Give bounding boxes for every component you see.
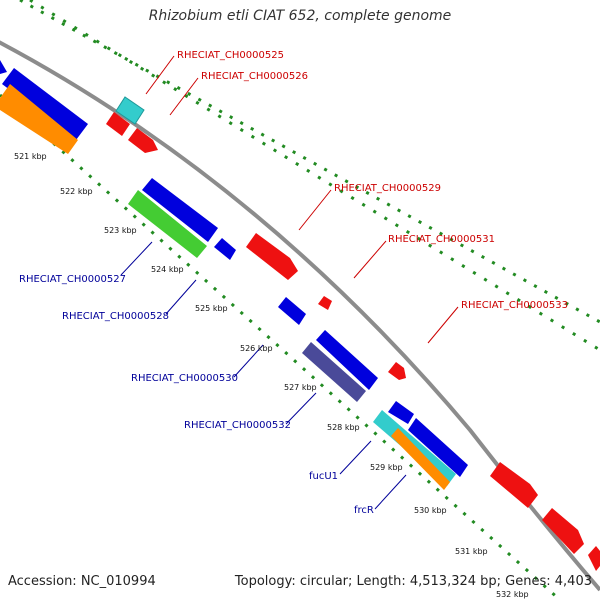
tick-label: 532 kbp xyxy=(496,590,529,599)
reverse-features xyxy=(0,60,468,490)
gene-left-blue[interactable] xyxy=(2,68,88,140)
tick-label: 528 kbp xyxy=(327,423,360,432)
tick-labels: 521 kbp 522 kbp 523 kbp 524 kbp 525 kbp … xyxy=(14,152,529,599)
ruler-dotted-lower xyxy=(0,93,562,602)
gene-left-blue-top[interactable] xyxy=(0,60,7,74)
leader-rheciat-ch0000532 xyxy=(285,392,317,425)
ruler-dotted-upper xyxy=(19,0,600,324)
label-rheciat-ch0000529[interactable]: RHECIAT_CH0000529 xyxy=(334,183,441,194)
forward-features xyxy=(106,96,600,571)
tick-label: 526 kbp xyxy=(240,344,273,353)
leader-rheciat-ch0000527 xyxy=(120,241,153,276)
label-frcr[interactable]: frcR xyxy=(354,505,374,516)
map-title: Rhizobium etli CIAT 652, complete genome xyxy=(148,8,452,24)
gene-rheciat-ch0000530[interactable] xyxy=(316,330,378,390)
tick-label: 527 kbp xyxy=(284,383,317,392)
tick-label: 521 kbp xyxy=(14,152,47,161)
gene-right-1[interactable] xyxy=(490,462,538,508)
gene-rheciat-ch0000529[interactable] xyxy=(246,233,298,280)
genome-summary: Topology: circular; Length: 4,513,324 bp… xyxy=(234,574,592,589)
gene-fucu1-b[interactable] xyxy=(408,418,468,477)
label-rheciat-ch0000525[interactable]: RHECIAT_CH0000525 xyxy=(177,50,284,61)
label-rheciat-ch0000527[interactable]: RHECIAT_CH0000527 xyxy=(19,274,126,285)
tick-label: 525 kbp xyxy=(195,304,228,313)
leader-rheciat-ch0000526 xyxy=(169,77,199,116)
gene-rheciat-ch0000530-a[interactable] xyxy=(278,297,306,325)
reverse-gene-labels: RHECIAT_CH0000527 RHECIAT_CH0000528 RHEC… xyxy=(19,274,374,516)
label-rheciat-ch0000526[interactable]: RHECIAT_CH0000526 xyxy=(201,71,308,82)
leader-frcr xyxy=(374,474,407,510)
gene-right-3[interactable] xyxy=(588,546,600,571)
gene-right-2[interactable] xyxy=(542,508,584,554)
gene-rheciat-ch0000531[interactable] xyxy=(318,296,332,310)
gene-rheciat-ch0000533[interactable] xyxy=(388,362,406,380)
leader-rheciat-ch0000528 xyxy=(165,279,197,315)
gene-fucu1-a[interactable] xyxy=(388,401,414,424)
accession-label: Accession: NC_010994 xyxy=(8,574,156,589)
label-rheciat-ch0000532[interactable]: RHECIAT_CH0000532 xyxy=(184,420,291,431)
leader-rheciat-ch0000529 xyxy=(298,189,332,231)
leader-rheciat-ch0000525 xyxy=(145,55,175,95)
tick-label: 529 kbp xyxy=(370,463,403,472)
label-rheciat-ch0000530[interactable]: RHECIAT_CH0000530 xyxy=(131,373,238,384)
gene-rheciat-ch0000526-a[interactable] xyxy=(106,112,130,136)
label-rheciat-ch0000531[interactable]: RHECIAT_CH0000531 xyxy=(388,234,495,245)
gene-frcr[interactable] xyxy=(391,428,450,490)
label-fucu1[interactable]: fucU1 xyxy=(309,471,338,482)
tick-label: 522 kbp xyxy=(60,187,93,196)
label-rheciat-ch0000533[interactable]: RHECIAT_CH0000533 xyxy=(461,300,568,311)
leader-fucu1 xyxy=(339,440,372,475)
gene-rheciat-ch0000532[interactable] xyxy=(302,342,366,402)
tick-label: 530 kbp xyxy=(414,506,447,515)
gene-rheciat-ch0000526[interactable] xyxy=(128,128,158,153)
tick-label: 531 kbp xyxy=(455,547,488,556)
label-rheciat-ch0000528[interactable]: RHECIAT_CH0000528 xyxy=(62,311,169,322)
forward-gene-labels: RHECIAT_CH0000525 RHECIAT_CH0000526 RHEC… xyxy=(177,50,568,311)
leader-rheciat-ch0000533 xyxy=(427,306,459,344)
label-leaders xyxy=(120,55,459,510)
gene-rheciat-ch0000528-b[interactable] xyxy=(214,238,236,260)
gene-rheciat-ch0000525[interactable] xyxy=(115,96,145,125)
tick-label: 524 kbp xyxy=(151,265,184,274)
leader-rheciat-ch0000530 xyxy=(233,344,264,378)
gene-rheciat-ch0000528[interactable] xyxy=(128,190,207,258)
gene-rheciat-ch0000527[interactable] xyxy=(142,178,218,242)
leader-rheciat-ch0000531 xyxy=(353,240,387,279)
tick-label: 523 kbp xyxy=(104,226,137,235)
gene-left-orange[interactable] xyxy=(0,84,78,154)
